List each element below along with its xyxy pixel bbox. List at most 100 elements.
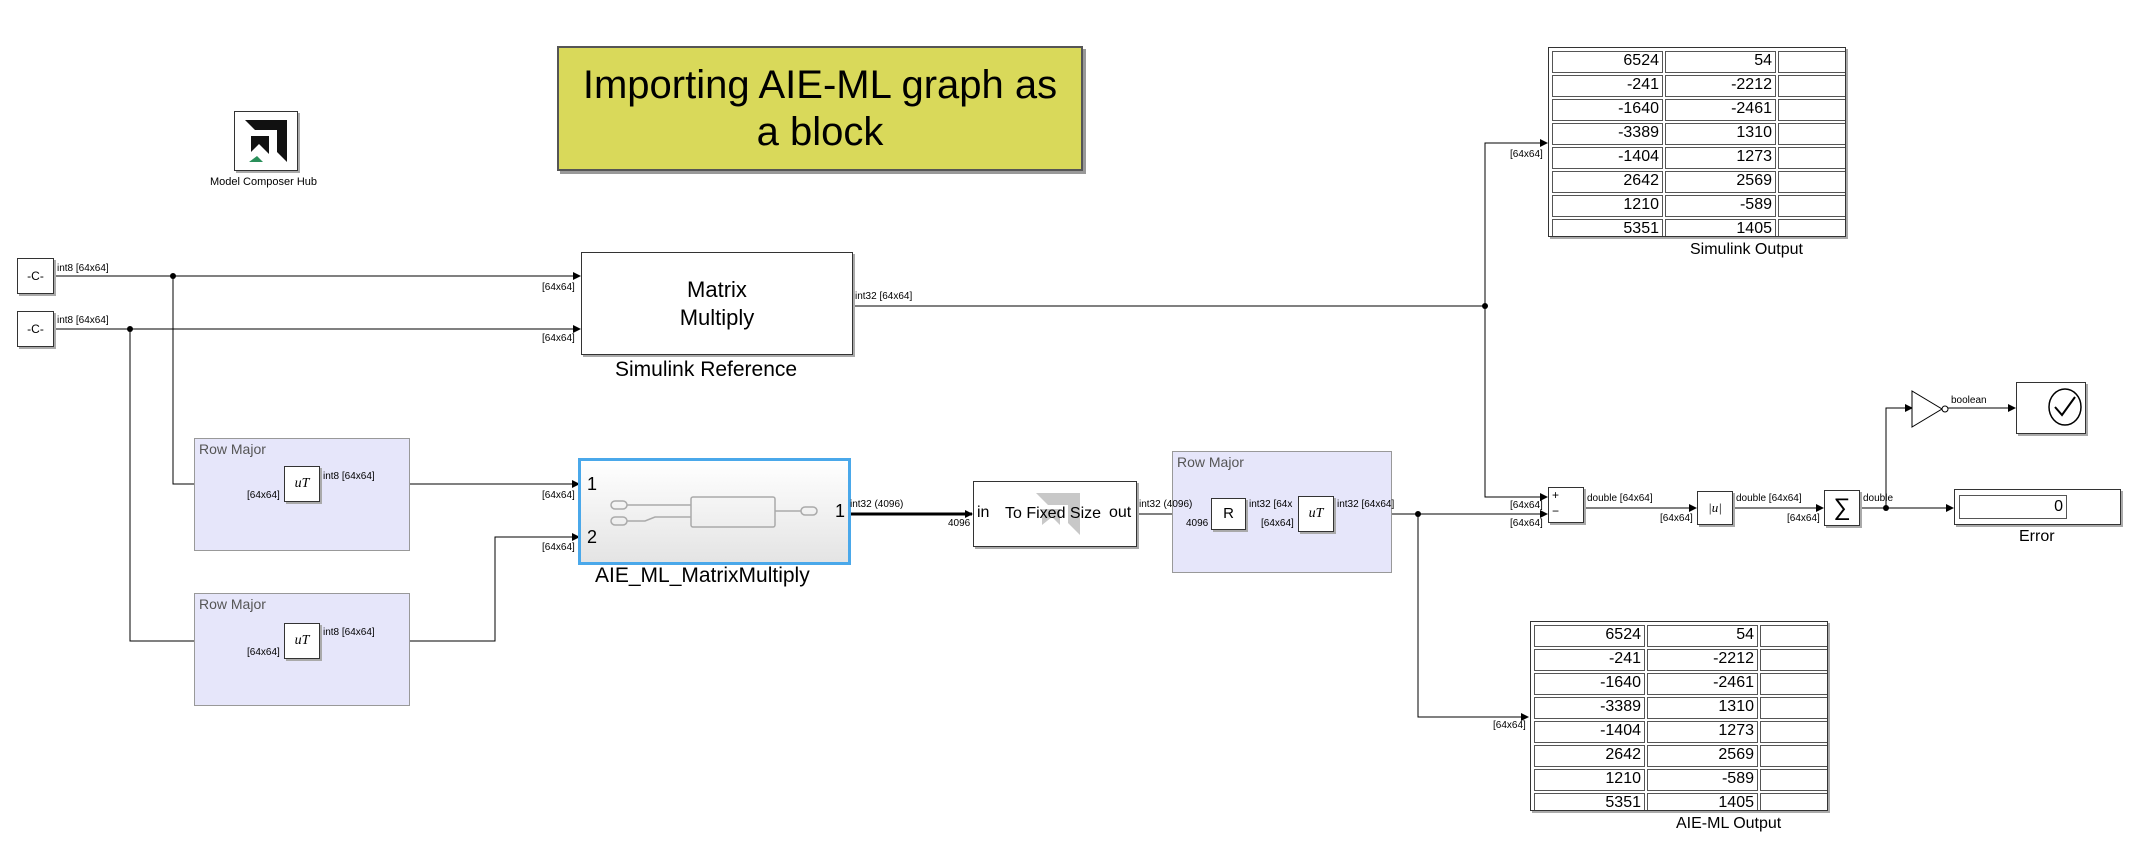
signal-label-t1-out: int8 [64x64] (323, 471, 375, 482)
display-cell: 6524 (1534, 625, 1645, 647)
display-cell: 4544 (1778, 99, 1845, 121)
display-cell: 1273 (1665, 147, 1776, 169)
subtract-block[interactable]: + − (1548, 487, 1584, 523)
display-cell: 6524 (1552, 51, 1663, 73)
aie-block-caption: AIE_ML_MatrixMultiply (595, 564, 810, 587)
display-cell: 1310 (1665, 123, 1776, 145)
sum-symbol: ∑ (1833, 494, 1851, 521)
aie-port-out: 1 (835, 501, 846, 521)
signal-label-aie-out: int32 (4096) (850, 499, 904, 510)
display-cell: 54 (1647, 625, 1758, 647)
display-cell: 2569 (1647, 745, 1758, 767)
dim-label-abs-in: [64x64] (1660, 513, 1693, 524)
display-cell: 4544 (1760, 673, 1827, 695)
transpose-symbol-2: uT (294, 633, 310, 648)
matrix-multiply-block[interactable]: Matrix Multiply (581, 252, 853, 355)
display-cell: -675 (1778, 51, 1845, 73)
row-major-label-1: Row Major (199, 441, 266, 457)
display-cell: 1273 (1647, 721, 1758, 743)
display-cell: -2461 (1665, 99, 1776, 121)
aie-port-in1: 1 (587, 474, 598, 494)
dim-label-t3-in: [64x64] (1261, 518, 1294, 529)
aie-port-in2: 2 (587, 527, 598, 547)
dim-label-aieout-in: [64x64] (1493, 720, 1526, 731)
dim-label-aie-in1: [64x64] (542, 490, 575, 501)
error-caption: Error (2019, 528, 2055, 545)
transpose-block-2[interactable]: uT (284, 623, 320, 659)
signal-label-const1: int8 [64x64] (57, 263, 109, 274)
transpose-symbol-1: uT (294, 476, 310, 491)
row-major-label-2: Row Major (199, 596, 266, 612)
check-icon (2048, 388, 2082, 426)
dim-label-mm-in2: [64x64] (542, 333, 575, 344)
simulink-output-display[interactable]: 652454-675-241-2212-457-1640-24614544-33… (1548, 47, 1846, 237)
display-cell: -170 (1760, 697, 1827, 719)
display-cell: 561 (1760, 793, 1827, 810)
display-cell: -2212 (1647, 649, 1758, 671)
branch-junctions (127, 273, 1889, 517)
display-cell: -675 (1760, 625, 1827, 647)
minus-sign: − (1552, 504, 1560, 518)
assertion-block[interactable] (2016, 382, 2086, 434)
display-cell: 2642 (1552, 171, 1663, 193)
signal-label-const2: int8 [64x64] (57, 315, 109, 326)
matrix-multiply-label: Matrix Multiply (679, 276, 755, 330)
to-fixed-size-block[interactable]: in To Fixed Size out (973, 481, 1137, 547)
reshape-block[interactable]: R (1211, 498, 1246, 530)
row-major-area-3: Row Major (1172, 451, 1392, 573)
error-value: 0 (1959, 495, 2067, 519)
reshape-symbol: R (1223, 505, 1234, 522)
aie-ml-matrixmultiply-block[interactable]: 1 2 1 (578, 458, 851, 565)
transpose-block-1[interactable]: uT (284, 466, 320, 502)
display-cell: -241 (1534, 649, 1645, 671)
transpose-block-3[interactable]: uT (1298, 496, 1334, 532)
signal-label-t3-out: int32 [64x64] (1337, 499, 1395, 510)
display-cell: 5351 (1534, 793, 1645, 810)
display-cell: 822 (1778, 147, 1845, 169)
row-major-label-3: Row Major (1177, 454, 1244, 470)
dim-label-mm-in1: [64x64] (542, 282, 575, 293)
signal-label-mm-out: int32 [64x64] (855, 291, 913, 302)
dim-label-aie-in2: [64x64] (542, 542, 575, 553)
tfs-port-out: out (1109, 504, 1132, 521)
display-cell: 1310 (1647, 697, 1758, 719)
display-cell: 1405 (1665, 219, 1776, 236)
dim-label-t2-in: [64x64] (247, 647, 280, 658)
display-cell: -1404 (1552, 147, 1663, 169)
display-cell: 1210 (1534, 769, 1645, 791)
title-text: Importing AIE-ML graph as a block (582, 62, 1058, 154)
signal-label-sum-out: double (1863, 493, 1894, 504)
signal-label-r-in: int32 (4096) (1139, 499, 1193, 510)
display-cell: -170 (1778, 123, 1845, 145)
simulink-reference-caption: Simulink Reference (615, 358, 798, 381)
display-cell: -53 (1778, 195, 1845, 217)
abs-symbol: |u| (1708, 500, 1722, 515)
plus-sign: + (1552, 488, 1560, 502)
dim-label-t1-in: [64x64] (247, 490, 280, 501)
constant-block-2[interactable]: -C- (17, 311, 54, 347)
constant-block-1[interactable]: -C- (17, 258, 54, 294)
display-cell: -241 (1552, 75, 1663, 97)
display-cell: 5351 (1552, 219, 1663, 236)
sum-of-elements-block[interactable]: ∑ (1824, 490, 1860, 526)
display-cell: 1210 (1552, 195, 1663, 217)
error-display-block[interactable]: 0 (1954, 489, 2121, 525)
display-cell: 822 (1760, 721, 1827, 743)
display-cell: -3389 (1552, 123, 1663, 145)
signal-label-boolean: boolean (1951, 395, 1987, 406)
display-cell: -1640 (1552, 99, 1663, 121)
abs-block[interactable]: |u| (1697, 491, 1733, 525)
display-cell: 54 (1665, 51, 1776, 73)
aie-ml-output-display[interactable]: 652454-675-241-2212-457-1640-24614544-33… (1530, 621, 1828, 811)
display-cell: -589 (1665, 195, 1776, 217)
model-composer-hub-block[interactable] (234, 111, 298, 171)
display-cell: -457 (1778, 75, 1845, 97)
dim-label-simout-in: [64x64] (1510, 149, 1543, 160)
compare-to-zero-block[interactable] (1911, 390, 1949, 428)
display-cell: 561 (1778, 219, 1845, 236)
display-cell: 2642 (1534, 745, 1645, 767)
tfs-port-in: in (977, 504, 990, 521)
display-cell: -1404 (1534, 721, 1645, 743)
dim-label-sub-in2: [64x64] (1510, 518, 1543, 529)
title-annotation[interactable]: Importing AIE-ML graph as a block (557, 46, 1083, 171)
